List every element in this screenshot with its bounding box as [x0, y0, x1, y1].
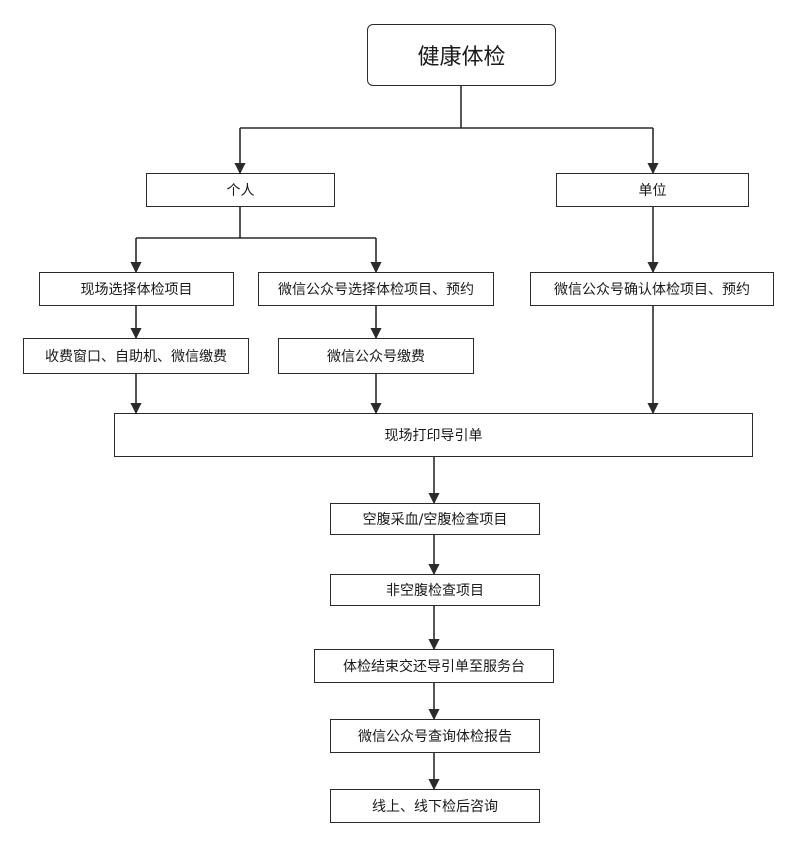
consult-node: 线上、线下检后咨询	[330, 789, 540, 823]
consult-label: 线上、线下检后咨询	[372, 799, 498, 815]
print-guide-node: 现场打印导引单	[114, 413, 753, 457]
unit-confirm-label: 微信公众号确认体检项目、预约	[554, 282, 750, 298]
pay-onsite-label: 收费窗口、自助机、微信缴费	[45, 349, 227, 365]
return-guide-node: 体检结束交还导引单至服务台	[314, 649, 554, 683]
non-fasting-node: 非空腹检查项目	[330, 574, 540, 606]
unit-node: 单位	[556, 173, 749, 207]
onsite-select-label: 现场选择体检项目	[80, 282, 193, 298]
personal-node: 个人	[146, 173, 335, 207]
query-report-label: 微信公众号查询体检报告	[358, 729, 512, 745]
wechat-select-label: 微信公众号选择体检项目、预约	[278, 282, 474, 298]
pay-wechat-label: 微信公众号缴费	[327, 349, 425, 365]
wechat-select-node: 微信公众号选择体检项目、预约	[258, 272, 494, 306]
onsite-select-node: 现场选择体检项目	[39, 272, 234, 306]
unit-confirm-node: 微信公众号确认体检项目、预约	[530, 272, 774, 306]
fasting-node: 空腹采血/空腹检查项目	[330, 503, 540, 535]
pay-wechat-node: 微信公众号缴费	[278, 338, 474, 374]
root-label: 健康体检	[417, 45, 506, 70]
return-guide-label: 体检结束交还导引单至服务台	[343, 659, 525, 675]
fasting-label: 空腹采血/空腹检查项目	[362, 512, 508, 528]
print-guide-label: 现场打印导引单	[384, 428, 483, 444]
personal-label: 个人	[226, 183, 255, 199]
root-node: 健康体检	[367, 24, 556, 86]
non-fasting-label: 非空腹检查项目	[386, 583, 484, 599]
pay-onsite-node: 收费窗口、自助机、微信缴费	[23, 338, 249, 374]
query-report-node: 微信公众号查询体检报告	[330, 719, 540, 753]
unit-label: 单位	[638, 183, 667, 199]
